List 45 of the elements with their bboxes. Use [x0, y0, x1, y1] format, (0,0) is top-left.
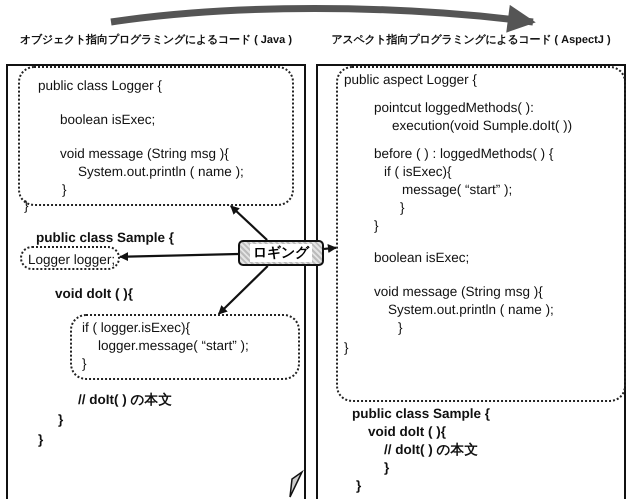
code-line: void message (String msg ){ — [60, 146, 229, 162]
arrow — [230, 205, 268, 241]
code-line: public aspect Logger { — [344, 72, 477, 88]
code-line: Logger logger; — [28, 252, 116, 268]
code-block-box — [70, 314, 300, 380]
code-line: System.out.println ( name ); — [388, 302, 554, 318]
code-block-box — [20, 246, 120, 270]
panel-heading: アスペクト指向プログラミングによるコード ( AspectJ ) — [330, 34, 612, 47]
code-line: } — [82, 356, 87, 372]
code-line: public class Sample { — [36, 230, 174, 246]
callout-label — [238, 240, 324, 266]
code-line: void doIt ( ){ — [368, 424, 446, 440]
code-line: } — [374, 218, 379, 234]
code-line: } — [400, 200, 405, 216]
arrow — [218, 265, 268, 315]
code-line: System.out.println ( name ); — [78, 164, 244, 180]
code-line: if ( isExec){ — [384, 164, 452, 180]
code-line: } — [344, 340, 349, 356]
curved-arrow — [110, 5, 536, 33]
code-line: execution(void Sumple.doIt( )) — [392, 118, 572, 134]
code-line: boolean isExec; — [60, 112, 156, 128]
code-line: pointcut loggedMethods( ): — [374, 100, 534, 116]
arrow — [119, 252, 238, 262]
code-line: before ( ) : loggedMethods( ) { — [374, 146, 554, 162]
code-line: logger.message( “start” ); — [98, 338, 249, 354]
callout-text: ロギング — [250, 244, 312, 262]
code-line: void doIt ( ){ — [55, 286, 133, 302]
code-line: } — [384, 460, 390, 476]
code-line: boolean isExec; — [374, 250, 470, 266]
code-line: } — [58, 412, 64, 428]
code-line: } — [24, 198, 29, 214]
code-line: } — [356, 478, 362, 494]
code-line: public class Sample { — [352, 406, 490, 422]
code-block-box — [336, 66, 626, 402]
panel-heading: オブジェクト指向プログラミングによるコード ( Java ) — [19, 34, 293, 47]
arrow — [324, 244, 337, 254]
code-line: } — [38, 432, 44, 448]
code-line: message( “start” ); — [402, 182, 512, 198]
code-line: } — [62, 182, 67, 198]
code-line: public class Logger { — [38, 78, 162, 94]
code-line: void message (String msg ){ — [374, 284, 543, 300]
code-line: } — [398, 320, 403, 336]
code-line: // doIt( ) の本文 — [78, 392, 172, 408]
code-line: // doIt( ) の本文 — [384, 442, 478, 458]
code-line: if ( logger.isExec){ — [82, 320, 190, 336]
